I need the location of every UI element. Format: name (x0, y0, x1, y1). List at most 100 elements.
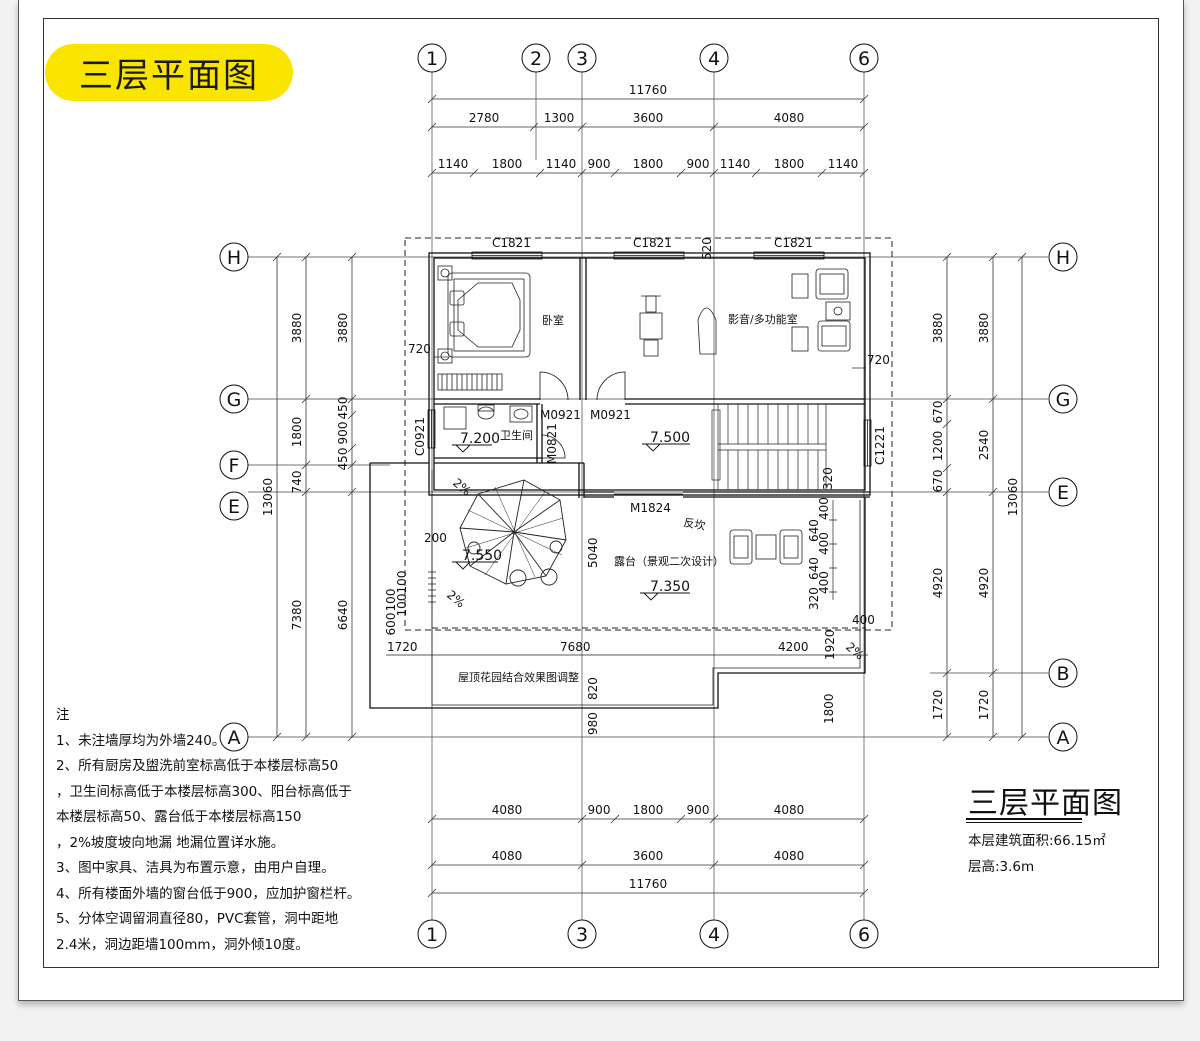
dim-text: 320 (821, 467, 835, 490)
level-value: 7.350 (650, 579, 690, 595)
note-line: 注 (56, 707, 70, 723)
dim-text: 670 (931, 470, 945, 493)
axis-bubbles (219, 43, 1078, 949)
note-line: ，2%坡度坡向地漏 地漏位置详水施。 (56, 834, 285, 851)
axis-bubble-right-G (1048, 384, 1078, 414)
level-values: 7.200 7.500 7.550 7.350 (460, 430, 690, 595)
dimension-text-left: 13060 3880 1800 740 7380 3880 450 900 45… (261, 313, 409, 636)
note-line: ，卫生间标高低于本楼层标高300、阳台标高低于 (56, 783, 352, 800)
axis-bubble-bottom-6 (849, 919, 879, 949)
dim-text: 820 (586, 677, 600, 700)
doors (539, 371, 683, 495)
misc-dimensions: 720 720 520 320 400 640 400 640 400 320 … (386, 237, 890, 735)
dim-text: 100 (395, 571, 409, 594)
dim-text: 7380 (290, 600, 304, 631)
note-line: 2、所有厨房及盥洗前室标高低于本楼层标高50 (56, 758, 339, 774)
dim-text: 2780 (469, 111, 500, 125)
dim-text: 4920 (931, 568, 945, 599)
walls (369, 252, 871, 709)
dim-text: 13060 (261, 478, 275, 516)
level-markers (452, 443, 690, 601)
axis-bubble-left-A (219, 722, 249, 752)
window-tag: C1821 (633, 236, 672, 250)
room-label-media: 影音/多功能室 (728, 312, 798, 326)
dim-text: 3880 (931, 313, 945, 344)
dim-text: 3880 (977, 313, 991, 344)
dim-text: 450 (336, 397, 350, 420)
dim-text: 3600 (633, 111, 664, 125)
axis-label-right: H (1056, 247, 1070, 269)
note-line: 2.4米，洞边距墙100mm，洞外倾10度。 (56, 936, 309, 953)
dim-text: 1720 (931, 690, 945, 721)
dim-text: 7680 (560, 640, 591, 654)
dim-text: 1720 (387, 640, 418, 654)
axis-bubble-right-B (1048, 658, 1078, 688)
level-value: 7.500 (650, 430, 690, 446)
dim-text: 900 (687, 803, 710, 817)
axis-bubble-bottom-1 (417, 919, 447, 949)
dim-text: 4200 (778, 640, 809, 654)
axis-bubble-top-4 (699, 43, 729, 73)
axis-label-top: 6 (858, 48, 870, 70)
axis-label-left: H (227, 247, 241, 269)
axis-label-top: 2 (530, 48, 542, 70)
dimension-text-right: 13060 3880 2540 4920 1720 3880 670 1200 … (931, 313, 1020, 721)
dim-text: 450 (336, 448, 350, 471)
slope-text: 2% (444, 588, 468, 611)
dim-text: 6640 (336, 600, 350, 631)
dim-text: 2540 (977, 430, 991, 461)
axis-label-right: E (1057, 482, 1069, 504)
grid-axis-lines (248, 72, 1048, 920)
note-line: 5、分体空调留洞直径80，PVC套管，洞中距地 (56, 911, 339, 927)
dim-text: 600 (384, 613, 398, 636)
dim-text: 1140 (546, 157, 577, 171)
dim-text: 100 (384, 589, 398, 612)
door-tag: M0921 (540, 408, 581, 422)
dim-text: 900 (336, 422, 350, 445)
axis-bubble-top-2 (521, 43, 551, 73)
axis-bubble-top-6 (849, 43, 879, 73)
axis-label-bottom: 3 (576, 924, 588, 946)
axis-bubble-right-E (1048, 477, 1078, 507)
dim-text: 3880 (290, 313, 304, 344)
door-tag: M0821 (545, 423, 559, 464)
room-label-terrace: 露台（景观二次设计） (614, 554, 724, 568)
dim-text: 4080 (774, 803, 805, 817)
axis-bubble-top-1 (417, 43, 447, 73)
dim-text: 4080 (774, 111, 805, 125)
dim-text: 1140 (438, 157, 469, 171)
dim-text: 400 (852, 613, 875, 627)
dim-text: 320 (807, 587, 821, 610)
dim-text: 400 (817, 571, 831, 594)
dimension-text-bottom: 4080 900 1800 900 4080 4080 3600 4080 11… (492, 803, 805, 891)
dim-text: 11760 (629, 877, 667, 891)
room-label-roof-garden: 屋顶花园结合效果图调整 (458, 670, 579, 684)
dim-text: 400 (817, 532, 831, 555)
dim-text: 1300 (544, 111, 575, 125)
terrace-sofa (729, 529, 803, 565)
room-label-bathroom: 卫生间 (500, 428, 533, 442)
staircase (711, 403, 827, 491)
axis-label-left: G (227, 389, 242, 411)
dim-text: 1920 (823, 629, 837, 660)
dimension-text-top: 11760 2780 1300 3600 4080 1140 1800 1140… (438, 83, 859, 171)
room-label-bedroom: 卧室 (542, 313, 564, 327)
terrace-umbrella (459, 479, 567, 587)
dim-text: 4080 (774, 849, 805, 863)
plan-title-underline-thin (966, 822, 1082, 823)
axis-label-top: 3 (576, 48, 588, 70)
dim-text: 1140 (720, 157, 751, 171)
door-tag: M1824 (630, 501, 671, 515)
dim-text: 980 (586, 712, 600, 735)
window-tag: C1821 (492, 236, 531, 250)
railing-marks (428, 500, 837, 610)
dim-text: 13060 (1006, 478, 1020, 516)
plan-title: 三层平面图 (968, 786, 1123, 821)
dim-text: 1800 (492, 157, 523, 171)
door-tag: M0921 (590, 408, 631, 422)
dim-text: 640 (807, 519, 821, 542)
opening-tags: C1821 C1821 C1821 M0921 M0921 M0821 M182… (413, 236, 887, 515)
media-furniture (639, 268, 851, 357)
dim-text: 720 (867, 353, 890, 367)
